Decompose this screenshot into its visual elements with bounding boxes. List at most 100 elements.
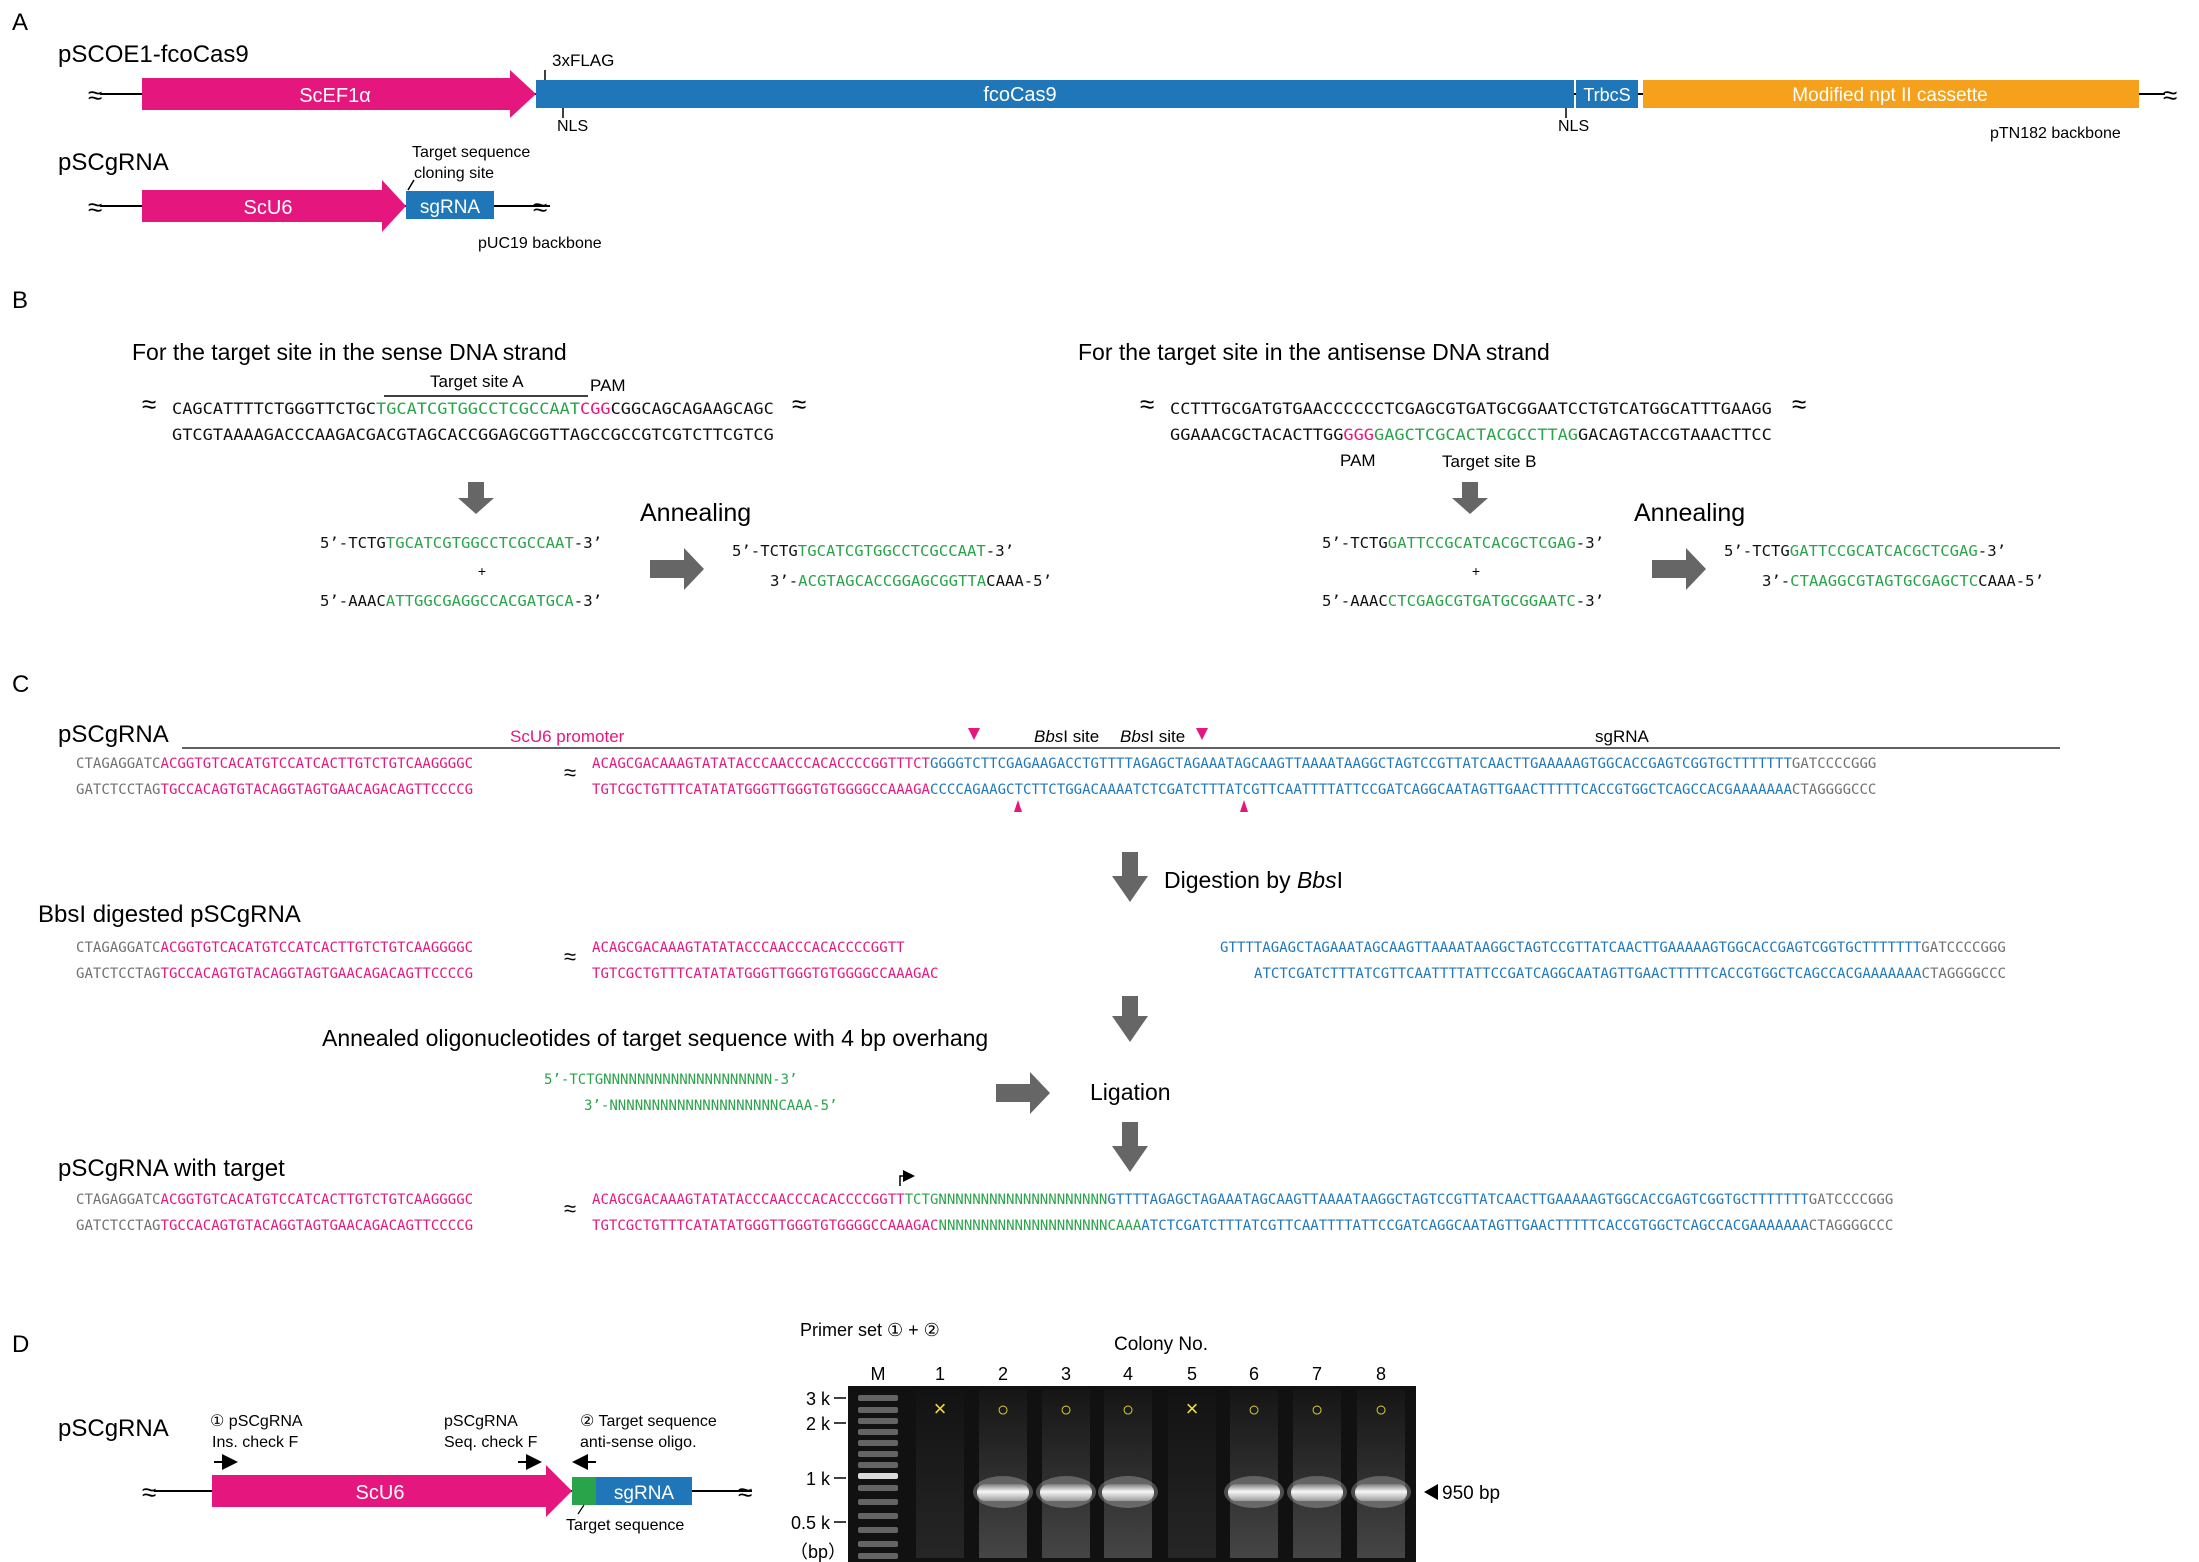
sequence-segment: CTAGGGGCCC <box>1922 966 2007 982</box>
panel-label-d: D <box>12 1331 29 1358</box>
result-negative-mark: × <box>1186 1396 1199 1421</box>
sequence-segment: GTTTTAGAGCTAGAAATAGCAAGTTAAAATAAGGCTAGTC… <box>1220 940 1922 956</box>
sequence-segment: 5’-TCTG <box>320 534 386 552</box>
c-seq2-mid-bottom: TGTCGCTGTTTCATATATGGGTTGGGTGTGGGGCCAAAGA… <box>592 966 938 982</box>
result-negative-mark: × <box>934 1396 947 1421</box>
sense-strand-bottom: GTCGTAAAAGACCCAAGACGACGTAGCACCGGAGCGGTTA… <box>172 425 774 444</box>
down-arrow-b-right <box>1452 482 1488 514</box>
sequence-segment: ATCTCGATCTTTATCGTTCAATTTTATTCCGATCAGGCAA… <box>1141 1218 1809 1234</box>
primer3-label-2: anti-sense oligo. <box>580 1434 697 1451</box>
primer3-label-1: ② Target sequence <box>580 1413 717 1430</box>
sgrna-box-label: sgRNA <box>420 197 481 218</box>
break-mark: ≈ <box>1792 389 1806 419</box>
cut-site-marker <box>1014 800 1022 812</box>
sequence-segment: CCCCAGAAGCTCTTCTGGACAAAATCTCGATCTTTATCGT… <box>930 782 1792 798</box>
sequence-segment: GACAGTACCGTAAACTTCC <box>1578 425 1772 444</box>
ladder-band <box>858 1429 898 1435</box>
sense-heading: For the target site in the sense DNA str… <box>132 339 567 365</box>
result-positive-mark: ○ <box>1122 1399 1134 1421</box>
sequence-segment: CCTTTGCGATGTGAACCCCCCTCGAGCGTGATGCGGAATC… <box>1170 399 1772 418</box>
scu6-promoter-label: ScU6 promoter <box>510 727 625 746</box>
plus-sign: + <box>1472 563 1480 579</box>
ligation-label: Ligation <box>1090 1079 1171 1105</box>
annealed-antisense-2: 3’-CTAAGGCGTAGTGCGAGCTCCAAA-5’ <box>1762 572 2044 590</box>
c-seq1-left-top: CTAGAGGATCACGGTGTCACATGTCCATCACTTGTCTGTC… <box>76 756 473 772</box>
sequence-segment: GGAAACGCTACACTTGG <box>1170 425 1343 444</box>
pcr-band <box>1040 1484 1092 1501</box>
ladder-band <box>858 1418 898 1424</box>
ladder-band <box>858 1462 898 1468</box>
cut-site-marker <box>968 728 980 740</box>
pcr-band <box>1291 1484 1343 1501</box>
promoter-scu6-d: ScU6 <box>212 1465 572 1517</box>
sequence-segment: NNNNNNNNNNNNNNNNNNNNCAAA <box>939 1218 1142 1234</box>
lane-label: 8 <box>1376 1364 1386 1384</box>
sequence-segment: GATCTCCTAG <box>76 966 161 982</box>
sequence-segment: -3’ <box>1576 592 1604 610</box>
result-positive-mark: ○ <box>1375 1399 1387 1421</box>
sequence-segment: GTCGTAAAAGACCCAAGACGACGTAGCACCGGAGCGGTTA… <box>172 425 774 444</box>
plus-sign: + <box>478 563 486 579</box>
break-mark: ≈ <box>142 389 156 419</box>
c-seq2-left-bottom: GATCTCCTAGTGCCACAGTGTACAGGTAGTGAACAGACAG… <box>76 966 473 982</box>
c-seq1-right-bottom: TGTCGCTGTTTCATATATGGGTTGGGTGTGGGGCCAAAGA… <box>592 782 1876 798</box>
sequence-segment: -3’ <box>574 534 602 552</box>
ladder-band <box>858 1541 898 1547</box>
sequence-segment: GATCCCCGGG <box>1921 940 2006 956</box>
plasmid-title-sgrna: pSCgRNA <box>58 149 169 176</box>
sequence-segment: 3’- <box>770 572 798 590</box>
lane-label: 4 <box>1123 1364 1133 1384</box>
pam-label-b: PAM <box>1340 451 1376 470</box>
promoter-scu6-d-label: ScU6 <box>356 1482 405 1504</box>
sgrna-box-d-label: sgRNA <box>614 1483 675 1504</box>
transcription-start-arrow <box>899 1170 915 1186</box>
colony-label: Colony No. <box>1114 1334 1208 1355</box>
ladder-band <box>858 1407 898 1413</box>
break-mark: ≈ <box>792 389 806 419</box>
size-marker-label: 3 k <box>806 1389 831 1409</box>
ladder-band <box>858 1395 898 1401</box>
sequence-segment: -3’ <box>574 592 602 610</box>
annealed-sense-1: 5’-TCTGTGCATCGTGGCCTCGCCAAT-3’ <box>732 542 1014 560</box>
c-seq3-right-bottom: TGTCGCTGTTTCATATATGGGTTGGGTGTGGGGCCAAAGA… <box>592 1218 1893 1234</box>
svg-text:BbsI site: BbsI site <box>1034 727 1099 746</box>
sequence-segment: GAGCTCGCACTACGCCTTAG <box>1374 425 1578 444</box>
primer-set-label: Primer set ① + ② <box>800 1320 940 1340</box>
antisense-heading: For the target site in the antisense DNA… <box>1078 339 1550 365</box>
result-positive-mark: ○ <box>997 1399 1009 1421</box>
annealing-label-left: Annealing <box>640 499 751 527</box>
sequence-segment: GTTTTAGAGCTAGAAATAGCAAGTTAAAATAAGGCTAGTC… <box>1107 1192 1809 1208</box>
sgrna-box: sgRNA <box>406 191 494 219</box>
c-annealed-2: 3’-NNNNNNNNNNNNNNNNNNNNCAAA-5’ <box>584 1098 838 1114</box>
sequence-segment: TGCCACAGTGTACAGGTAGTGAACAGACAGTTCCCCG <box>161 1218 474 1234</box>
sequence-segment: ACAGCGACAAAGTATATACCCAACCCACACCCCGGTT <box>592 1192 905 1208</box>
cds-fcocas9-label: fcoCas9 <box>983 84 1056 106</box>
sequence-segment: CTAAGGCGTAGTGCGAGCTC <box>1790 572 1978 590</box>
sequence-segment: CTAGGGGCCC <box>1792 782 1877 798</box>
cloning-site-label-1: Target sequence <box>412 144 530 161</box>
sequence-segment: ACGGTGTCACATGTCCATCACTTGTCTGTCAAGGGGC <box>161 1192 474 1208</box>
promoter-scef1a: ScEF1α <box>142 70 536 118</box>
break-mark: ≈ <box>564 944 576 969</box>
sequence-segment: CTAGAGGATC <box>76 756 161 772</box>
sequence-segment: TGCATCGTGGCCTCGCCAAT <box>386 534 574 552</box>
band-pointer <box>1424 1484 1438 1500</box>
down-arrow-ligation <box>1112 1122 1148 1172</box>
right-arrow-ligation <box>996 1072 1050 1114</box>
digestion-label: Digestion by BbsI <box>1164 867 1343 893</box>
break-mark: ≈ <box>1140 389 1154 419</box>
c-seq2-sgrna-bottom: ATCTCGATCTTTATCGTTCAATTTTATTCCGATCAGGCAA… <box>1254 966 2006 982</box>
d-plasmid-title: pSCgRNA <box>58 1415 169 1442</box>
sequence-segment: GATCTCCTAG <box>76 782 161 798</box>
sequence-segment: CAAA-5’ <box>1978 572 2044 590</box>
break-mark: ≈ <box>2163 80 2177 110</box>
cds-fcocas9: fcoCas9 <box>536 80 1574 108</box>
break-mark: ≈ <box>564 760 576 785</box>
sequence-segment: 5’-AAAC <box>1322 592 1388 610</box>
lane-smear <box>1042 1390 1090 1558</box>
plasmid-title-cas9: pSCOE1-fcoCas9 <box>58 41 249 68</box>
sequence-segment: 3’- <box>1762 572 1790 590</box>
flag-label: 3xFLAG <box>552 51 614 70</box>
sequence-segment: 5’-TCTG <box>732 542 798 560</box>
cut-site-marker <box>1240 800 1248 812</box>
